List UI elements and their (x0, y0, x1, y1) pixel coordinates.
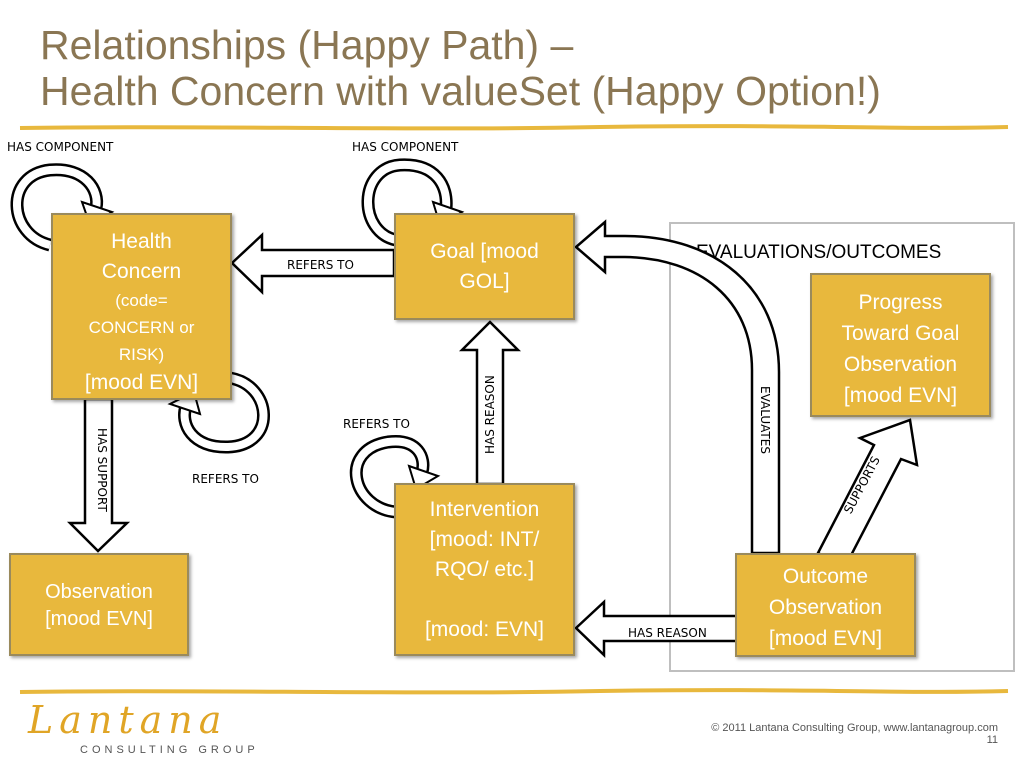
progress-line-4: [mood EVN] (843, 384, 958, 407)
page-number: 11 (986, 734, 998, 746)
progress-toward-goal-box: Progress Toward Goal Observation [mood E… (810, 273, 991, 417)
intervention-line-3: RQO/ etc.] (434, 558, 535, 581)
hc-line-2: Concern (101, 260, 182, 283)
hc-line-1: Health (111, 230, 172, 253)
title-line-1: Relationships (Happy Path) – (40, 22, 574, 68)
title-line-2: Health Concern with valueSet (Happy Opti… (40, 68, 881, 114)
health-concern-box: Health Concern (code= CONCERN or RISK) [… (51, 213, 232, 400)
logo-wordmark: Lantana (28, 698, 228, 742)
has-component-left-label: HAS COMPONENT (7, 140, 114, 154)
hc-line-4: CONCERN or (88, 318, 195, 337)
observation-box: Observation [mood EVN] (9, 553, 189, 656)
outcome-line-3: [mood EVN] (768, 627, 883, 650)
hc-refers-loop (178, 371, 270, 454)
goal-self-loop (361, 158, 453, 247)
self-loops (10, 163, 104, 252)
intervention-refers-loop (349, 435, 430, 519)
evaluations-outcomes-label: EVALUATIONS/OUTCOMES (696, 242, 942, 263)
goal-line-1: Goal [mood (430, 240, 539, 263)
outcome-line-2: Observation (768, 596, 883, 619)
hc-line-3: (code= (115, 291, 168, 310)
refers-to-hc-label: REFERS TO (192, 472, 259, 486)
observation-line-1: Observation (45, 581, 153, 603)
progress-line-3: Observation (843, 353, 958, 376)
evaluates-arrow (574, 219, 781, 555)
goal-line-2: GOL] (459, 270, 510, 293)
copyright-text: © 2011 Lantana Consulting Group, www.lan… (711, 722, 998, 734)
outcome-line-1: Outcome (782, 565, 869, 588)
refers-to-goal-label: REFERS TO (287, 258, 354, 272)
intervention-line-2: [mood: INT/ (429, 528, 540, 551)
intervention-line-4: [mood: EVN] (424, 618, 545, 641)
hc-line-6: [mood EVN] (84, 371, 199, 394)
hc-line-5: RISK) (118, 345, 165, 364)
lantana-logo: Lantana CONSULTING GROUP (28, 700, 259, 756)
evaluations-outcomes-frame (669, 222, 1015, 672)
has-component-right-label: HAS COMPONENT (352, 140, 459, 154)
has-reason-vertical-label: HAS REASON (483, 375, 497, 454)
refers-to-intervention-label: REFERS TO (343, 417, 410, 431)
logo-subtitle: CONSULTING GROUP (80, 744, 259, 756)
goal-box: Goal [mood GOL] (394, 213, 575, 320)
observation-line-2: [mood EVN] (45, 608, 153, 630)
progress-line-1: Progress (858, 291, 943, 314)
slide-title: Relationships (Happy Path) – Health Conc… (40, 22, 1000, 114)
outcome-observation-box: Outcome Observation [mood EVN] (735, 553, 916, 657)
has-support-label: HAS SUPPORT (95, 428, 109, 512)
footer: © 2011 Lantana Consulting Group, www.lan… (711, 722, 998, 746)
has-reason-horizontal-label: HAS REASON (628, 626, 707, 640)
bottom-rule (19, 688, 1009, 695)
intervention-box: Intervention [mood: INT/ RQO/ etc.] [moo… (394, 483, 575, 656)
top-rule (19, 124, 1009, 131)
evaluates-label: EVALUATES (758, 386, 772, 454)
supports-arrow (816, 418, 919, 569)
progress-line-2: Toward Goal (841, 322, 960, 345)
intervention-line-1: Intervention (429, 498, 540, 521)
